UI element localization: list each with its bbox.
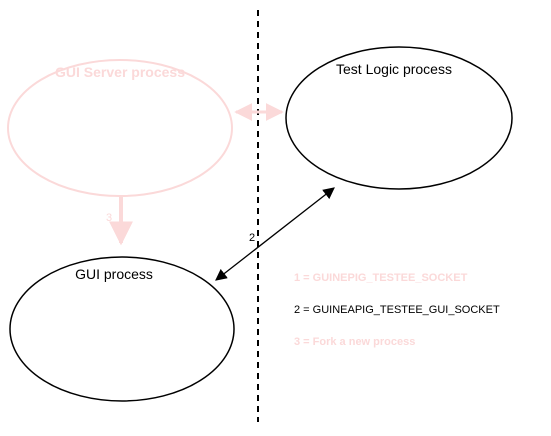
gui-process-node	[9, 256, 235, 402]
legend-item-3: 3 = Fork a new process	[294, 336, 415, 348]
gui-socket-arrow	[215, 187, 335, 281]
gui-server-process-node	[7, 59, 233, 197]
legend-item-2: 2 = GUINEAPIG_TESTEE_GUI_SOCKET	[294, 304, 500, 316]
test-logic-process-node	[285, 46, 513, 190]
gui-server-process-label: GUI Server process	[55, 64, 185, 80]
test-logic-process-label: Test Logic process	[336, 61, 452, 77]
gui-socket-arrow-number: 2	[249, 232, 255, 244]
fork-arrow-number: 3	[106, 212, 112, 224]
legend-item-1: 1 = GUINEPIG_TESTEE_SOCKET	[294, 272, 468, 284]
gui-process-label: GUI process	[75, 266, 153, 282]
